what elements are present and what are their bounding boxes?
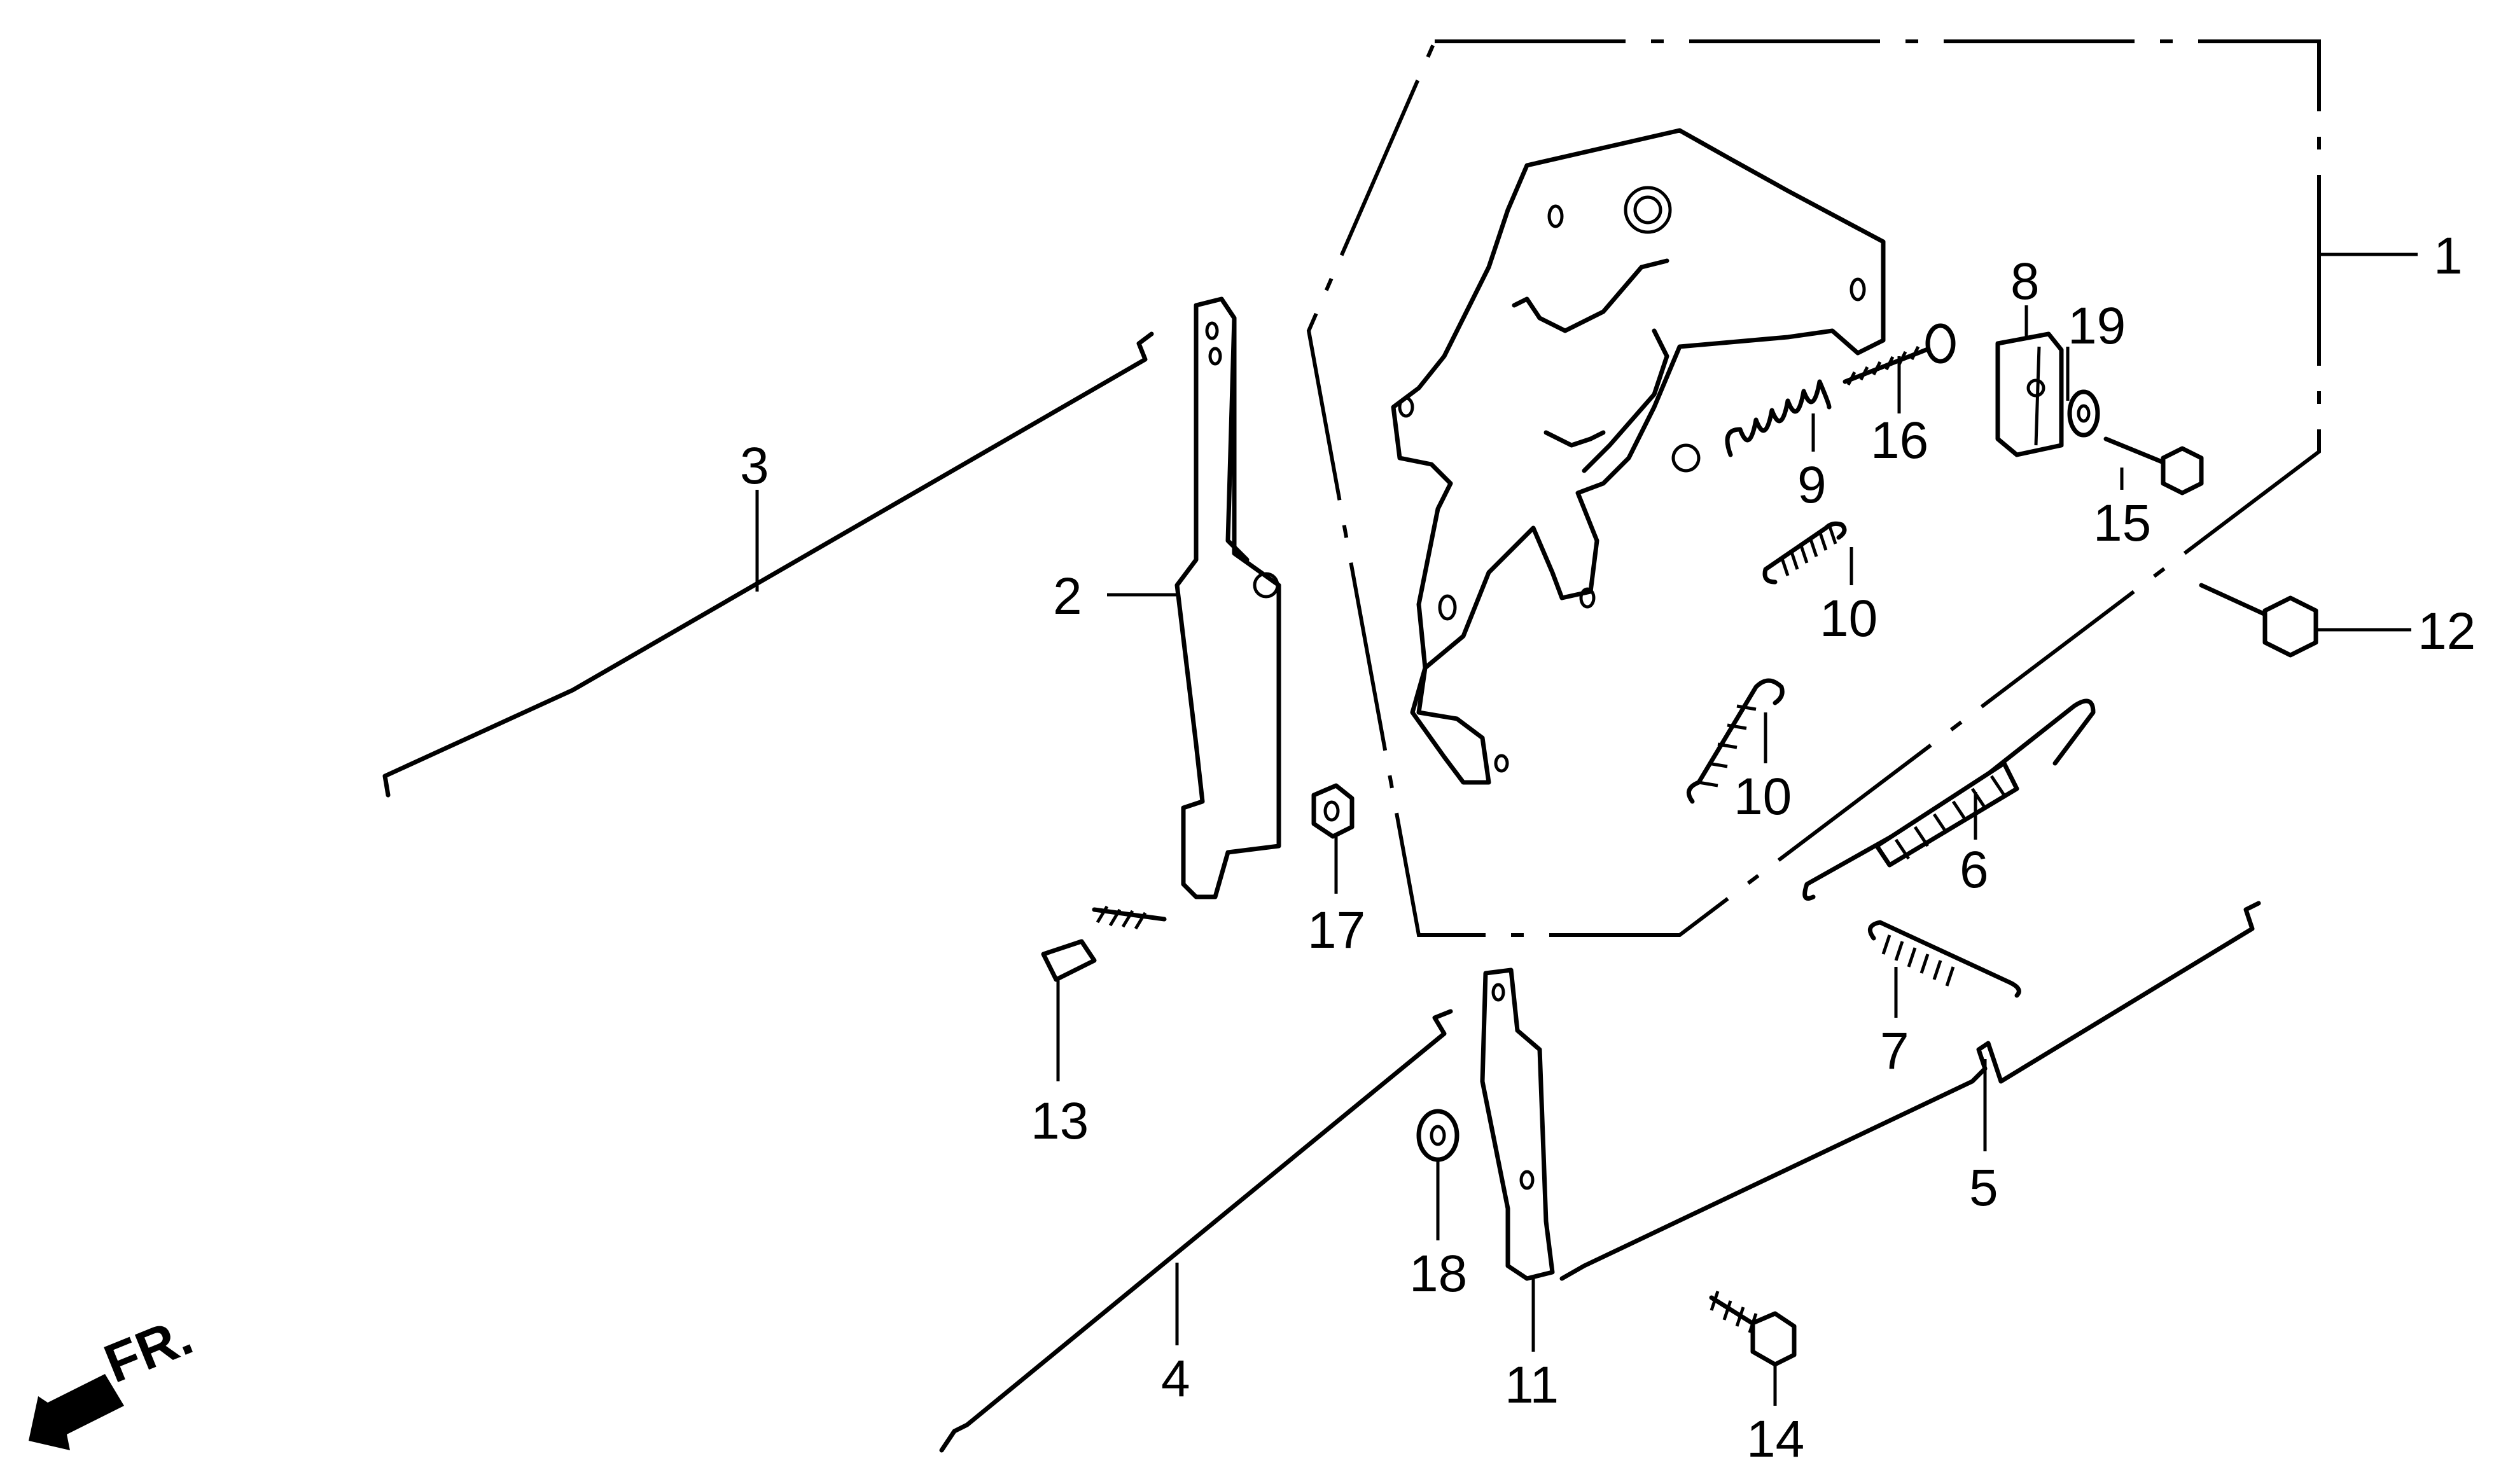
flange-bolt-12 <box>2199 583 2411 658</box>
callout-8: 8 <box>2010 253 2040 310</box>
washer-19 <box>2067 389 2100 438</box>
nut-17 <box>1311 783 1355 839</box>
callout-10a: 10 <box>1820 590 1877 648</box>
spring-10a <box>1762 521 1847 585</box>
callout-19: 19 <box>2068 297 2126 355</box>
callout-labels: 1 2 3 4 5 6 7 8 9 10 10 11 12 13 14 15 1… <box>740 227 2476 1468</box>
callout-5: 5 <box>1969 1159 1998 1217</box>
front-direction-label: FR. <box>96 1305 200 1395</box>
spring-9 <box>1725 379 1832 457</box>
bolt-15 <box>2103 436 2204 496</box>
callout-18: 18 <box>1409 1245 1467 1303</box>
washer-18 <box>1416 1109 1459 1162</box>
callout-6: 6 <box>1960 841 1989 899</box>
callout-3: 3 <box>740 437 769 495</box>
flange-bolt-14 <box>1709 1291 1797 1367</box>
callout-1: 1 <box>2434 227 2463 285</box>
spring-10b <box>1686 678 1785 804</box>
callout-13: 13 <box>1031 1092 1089 1150</box>
lever-2 <box>1174 296 1281 899</box>
callout-12: 12 <box>2418 602 2476 660</box>
callout-16: 16 <box>1871 412 1928 469</box>
leader-lines <box>755 305 2124 1406</box>
callout-11: 11 <box>1505 1356 1559 1414</box>
callout-2: 2 <box>1053 567 1082 625</box>
screw-13 <box>1041 905 1167 982</box>
assembly-boundary <box>1306 39 2418 937</box>
front-direction-arrow-icon <box>29 1374 124 1450</box>
rod-4 <box>939 1009 1453 1453</box>
rod-3 <box>382 331 1154 798</box>
callout-4: 4 <box>1161 1350 1190 1408</box>
callout-14: 14 <box>1746 1410 1804 1468</box>
spring-6 <box>1802 698 2096 901</box>
lever-11 <box>1480 967 1555 1281</box>
callout-9: 9 <box>1797 456 1827 514</box>
callout-15: 15 <box>2093 494 2151 552</box>
clip-8 <box>1995 331 2064 457</box>
callout-7: 7 <box>1880 1022 1909 1080</box>
bracket-plate <box>1391 128 1886 785</box>
callout-10b: 10 <box>1734 768 1792 826</box>
spring-7 <box>1867 920 2021 998</box>
rod-5 <box>1559 901 2261 1281</box>
front-direction-marker: FR. <box>29 1305 201 1450</box>
screw-16 <box>1843 323 1956 386</box>
callout-17: 17 <box>1307 901 1365 959</box>
